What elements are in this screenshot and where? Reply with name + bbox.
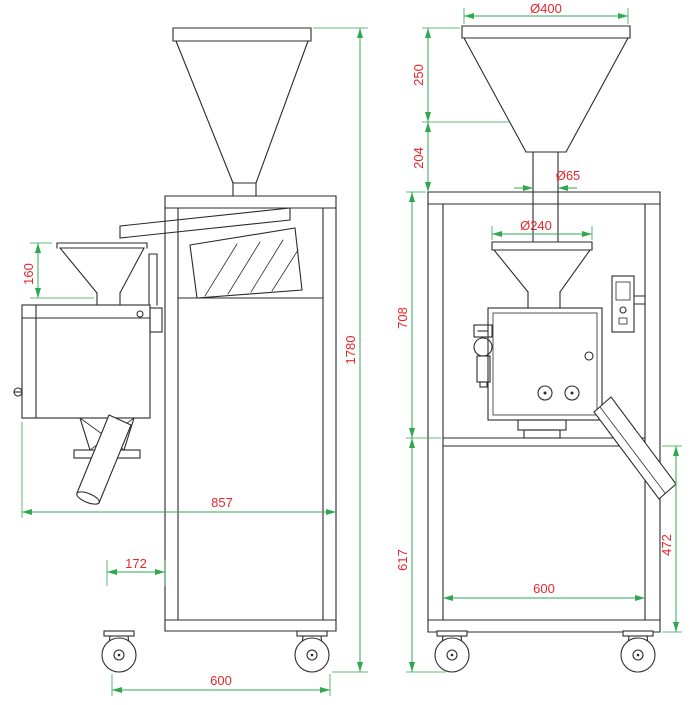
dim-600-side: 600	[111, 673, 331, 696]
funnel	[491, 241, 593, 309]
front-view	[427, 25, 677, 673]
dim-857: 857	[21, 422, 336, 518]
dim-65: Ø65	[514, 168, 581, 191]
dim-label-160: 160	[21, 263, 36, 285]
dim-617: 617	[395, 438, 446, 673]
dim-label-857: 857	[211, 495, 233, 510]
caster-icon	[294, 630, 330, 673]
dim-label-600-front: 600	[533, 581, 555, 596]
frame-front	[427, 191, 661, 633]
dim-label-472: 472	[659, 534, 674, 556]
dim-label-400: Ø400	[530, 1, 562, 16]
dim-472: 472	[659, 445, 682, 633]
dim-label-708: 708	[395, 307, 410, 329]
control-panel	[611, 275, 646, 333]
dim-label-617: 617	[395, 549, 410, 571]
side-view	[13, 27, 337, 673]
dim-160: 160	[21, 242, 94, 299]
dimensions: 160 1780 857 172 600 Ø400	[21, 1, 682, 696]
caster-icon	[101, 630, 137, 673]
dim-label-204: 204	[411, 147, 426, 169]
control-box	[487, 307, 603, 439]
pressure-gauge-icon	[473, 337, 493, 357]
dim-400: Ø400	[463, 1, 629, 24]
dim-label-250: 250	[411, 64, 426, 86]
dim-label-1780: 1780	[343, 336, 358, 365]
dim-label-65: Ø65	[556, 168, 581, 183]
dim-label-172: 172	[125, 556, 147, 571]
dim-600-front: 600	[443, 581, 645, 601]
storage-hopper-front	[461, 25, 631, 243]
dim-172: 172	[106, 556, 166, 586]
grinder-unit	[13, 242, 163, 419]
discharge-tube	[76, 414, 132, 505]
dim-708: 708	[395, 191, 441, 439]
dim-240: Ø240	[491, 218, 593, 240]
vibratory-feeder	[119, 207, 303, 299]
discharge-chute	[593, 396, 677, 500]
dim-250: 250	[411, 27, 509, 123]
storage-hopper-side	[172, 27, 312, 197]
air-regulator	[473, 324, 493, 388]
dim-label-240: Ø240	[520, 218, 552, 233]
caster-icon	[434, 630, 470, 673]
caster-icon	[620, 630, 656, 673]
dim-204: 204	[411, 122, 431, 192]
frame-side	[164, 195, 337, 632]
dim-label-600-side: 600	[210, 673, 232, 688]
dim-1780: 1780	[313, 27, 368, 673]
